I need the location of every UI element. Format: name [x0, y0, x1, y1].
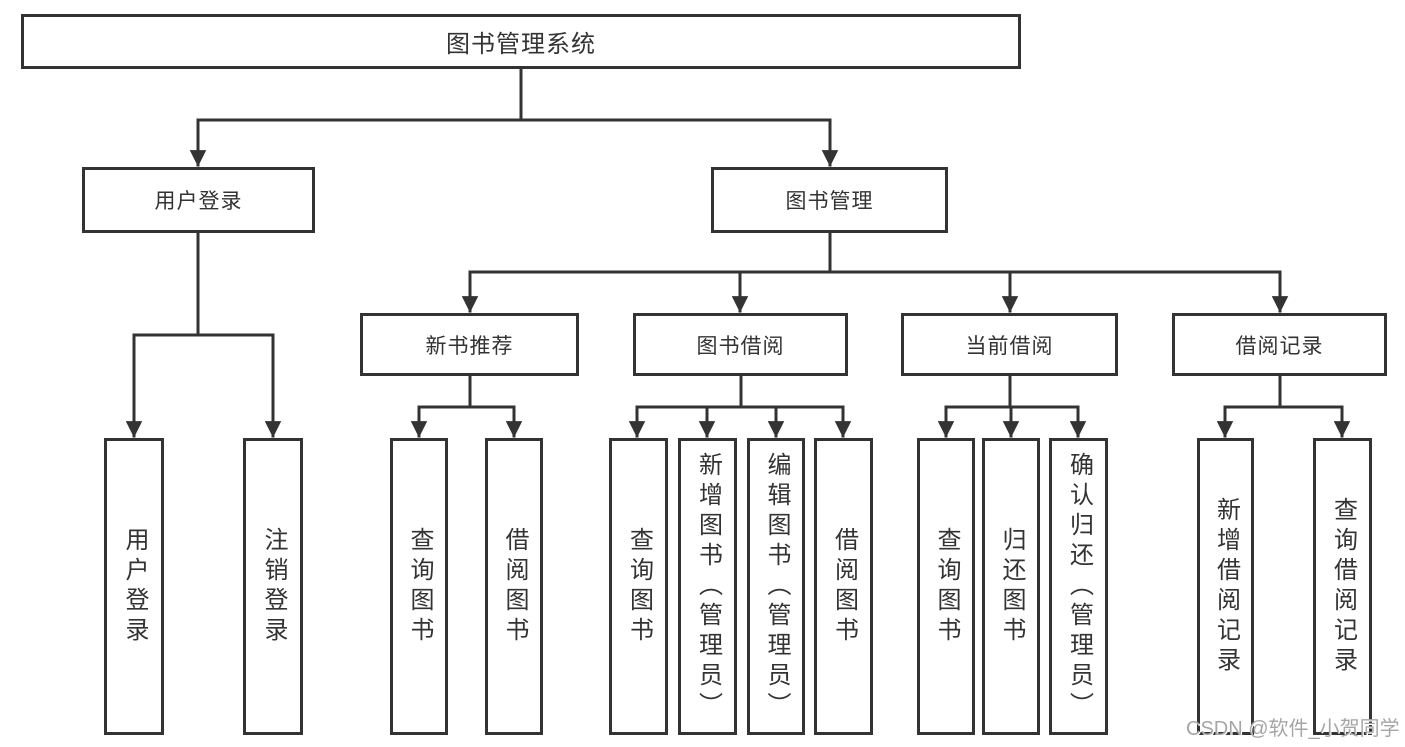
leaf-add-books-admin: 新增图书（管理员）	[678, 438, 737, 735]
leaf-label: 查询图书	[933, 526, 960, 647]
node-library-system: 图书管理系统	[21, 14, 1021, 69]
leaf-query-books-current: 查询图书	[917, 438, 975, 735]
leaf-label: 新增借阅记录	[1212, 496, 1240, 677]
leaf-query-books-recommend: 查询图书	[390, 438, 448, 735]
leaf-label: 查询图书	[406, 526, 433, 647]
leaf-label: 注销登录	[260, 526, 287, 647]
leaf-label: 查询图书	[625, 526, 653, 647]
leaf-confirm-return-admin: 确认归还（管理员）	[1049, 438, 1108, 735]
leaf-return-books: 归还图书	[982, 438, 1040, 735]
leaf-query-books-borrow: 查询图书	[609, 438, 668, 735]
leaf-borrow-books-recommend: 借阅图书	[485, 438, 543, 735]
node-label: 图书借阅	[696, 334, 785, 358]
leaf-label: 确认归还（管理员）	[1065, 451, 1093, 722]
leaf-user-login: 用户登录	[104, 438, 164, 735]
leaf-label: 归还图书	[998, 526, 1025, 647]
node-current-borrow: 当前借阅	[901, 313, 1118, 376]
leaf-label: 借阅图书	[501, 526, 528, 647]
node-new-book-recommend: 新书推荐	[360, 313, 579, 376]
node-book-management: 图书管理	[711, 167, 948, 233]
leaf-label: 查询借阅记录	[1329, 496, 1357, 677]
node-borrow-records: 借阅记录	[1172, 313, 1387, 376]
leaf-edit-books-admin: 编辑图书（管理员）	[747, 438, 805, 735]
node-label: 图书管理	[785, 190, 874, 213]
leaf-query-borrow-record: 查询借阅记录	[1313, 438, 1372, 735]
leaf-logout: 注销登录	[243, 438, 303, 735]
node-label: 当前借阅	[965, 334, 1054, 358]
leaf-label: 借阅图书	[830, 526, 858, 647]
leaf-label: 编辑图书（管理员）	[763, 451, 790, 722]
leaf-label: 新增图书（管理员）	[694, 451, 722, 722]
csdn-watermark: CSDN @软件_小贺同学	[1186, 718, 1400, 740]
node-label: 新书推荐	[425, 334, 514, 358]
leaf-add-borrow-record: 新增借阅记录	[1197, 438, 1254, 735]
leaf-borrow-books: 借阅图书	[814, 438, 873, 735]
leaf-label: 用户登录	[121, 526, 148, 647]
node-book-borrow: 图书借阅	[633, 313, 848, 376]
node-label: 图书管理系统	[446, 31, 596, 58]
node-label: 用户登录	[154, 190, 243, 213]
node-label: 借阅记录	[1235, 334, 1324, 358]
node-user-login: 用户登录	[82, 167, 315, 233]
